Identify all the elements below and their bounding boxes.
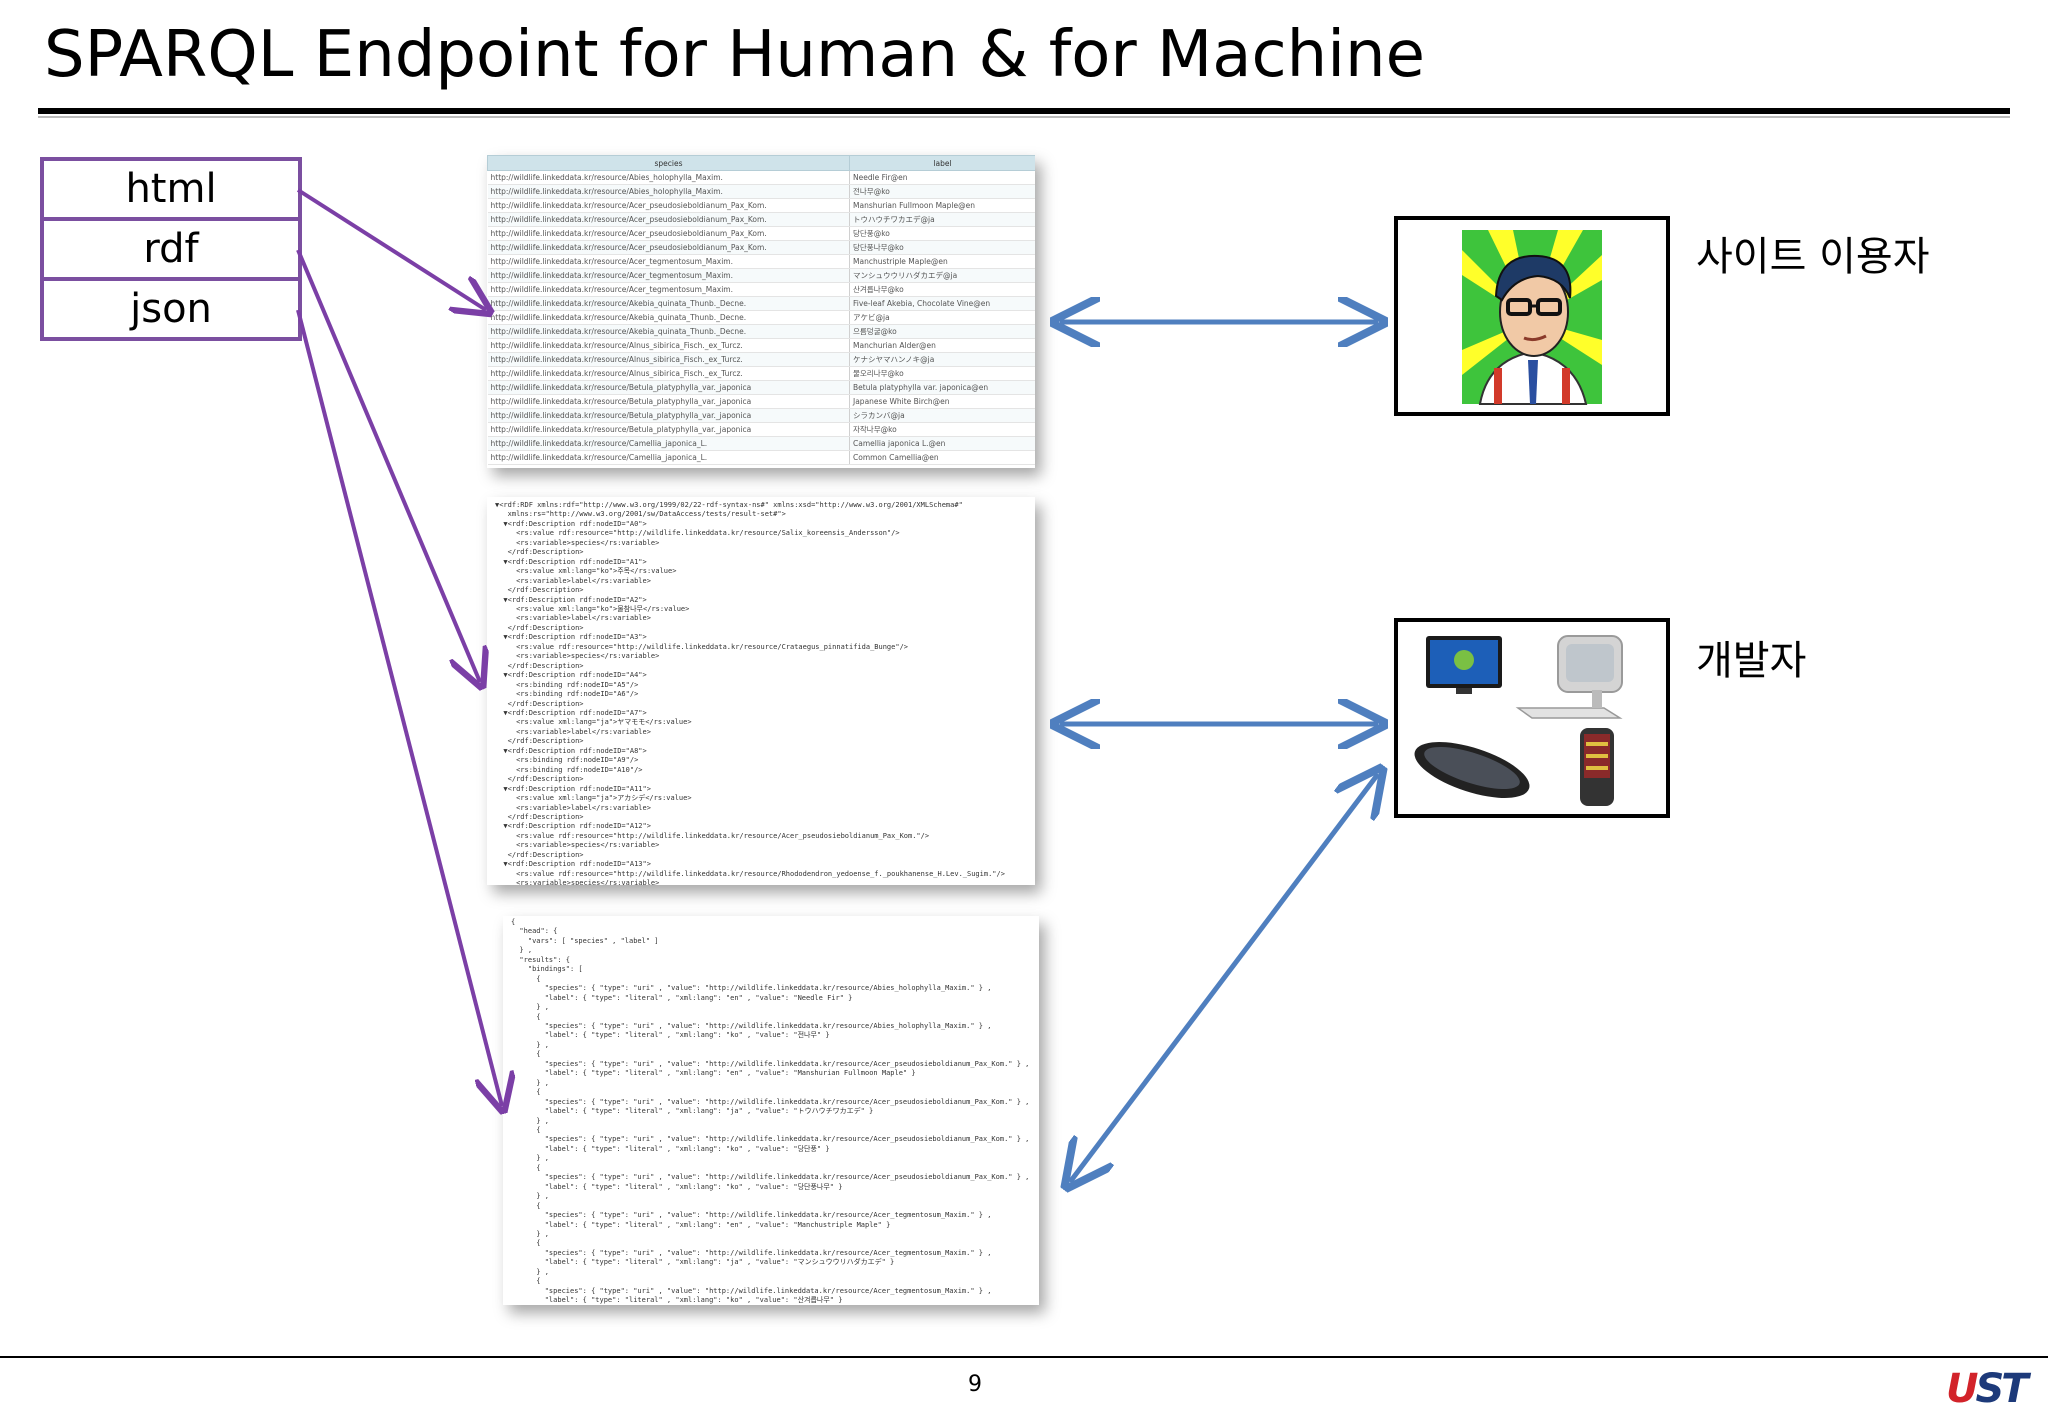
label-cell: 당단풍나무@ko <box>849 240 1035 255</box>
label-cell: 산겨릅나무@ko <box>849 282 1035 297</box>
label-cell: Manchustriple Maple@en <box>849 254 1035 269</box>
label-cell: マンシュウウリハダカエデ@ja <box>849 268 1035 283</box>
table-row: http://wildlife.linkeddata.kr/resource/A… <box>487 268 1035 283</box>
title-rule-shadow <box>38 116 2010 118</box>
species-cell: http://wildlife.linkeddata.kr/resource/A… <box>487 310 850 325</box>
human-user-box <box>1394 216 1670 416</box>
label-cell: Manchurian Alder@en <box>849 338 1035 353</box>
label-cell: 자작나무@ko <box>849 422 1035 437</box>
human-user-icon <box>1462 230 1602 405</box>
human-user-label: 사이트 이용자 <box>1696 234 1930 280</box>
label-cell: アケビ@ja <box>849 310 1035 325</box>
label-cell: 물오리나무@ko <box>849 366 1035 381</box>
table-row: http://wildlife.linkeddata.kr/resource/A… <box>487 226 1035 241</box>
species-cell: http://wildlife.linkeddata.kr/resource/A… <box>487 170 850 185</box>
page-number: 9 <box>968 1372 982 1397</box>
label-cell: Japanese White Birch@en <box>849 394 1035 409</box>
developer-box <box>1394 618 1670 818</box>
table-row: http://wildlife.linkeddata.kr/resource/A… <box>487 338 1035 353</box>
table-row: http://wildlife.linkeddata.kr/resource/A… <box>487 198 1035 213</box>
table-row: http://wildlife.linkeddata.kr/resource/A… <box>487 310 1035 325</box>
species-cell: http://wildlife.linkeddata.kr/resource/A… <box>487 198 850 213</box>
table-row: http://wildlife.linkeddata.kr/resource/A… <box>487 240 1035 255</box>
rdf-result-panel: ▼<rdf:RDF xmlns:rdf="http://www.w3.org/1… <box>487 497 1035 885</box>
species-cell: http://wildlife.linkeddata.kr/resource/A… <box>487 254 850 269</box>
arrow-json-to-code <box>296 309 502 1106</box>
species-cell: http://wildlife.linkeddata.kr/resource/A… <box>487 240 850 255</box>
label-cell: 당단풍@ko <box>849 226 1035 241</box>
label-cell: Camellia japonica L.@en <box>849 436 1035 451</box>
table-row: http://wildlife.linkeddata.kr/resource/B… <box>487 380 1035 395</box>
table-row: http://wildlife.linkeddata.kr/resource/A… <box>487 366 1035 381</box>
format-box-json: json <box>40 277 302 341</box>
table-row: http://wildlife.linkeddata.kr/resource/B… <box>487 394 1035 409</box>
species-cell: http://wildlife.linkeddata.kr/resource/C… <box>487 450 850 465</box>
label-cell: 전나무@ko <box>849 184 1035 199</box>
label-cell: ケナシヤマハンノキ@ja <box>849 352 1035 367</box>
species-cell: http://wildlife.linkeddata.kr/resource/A… <box>487 268 850 283</box>
table-header-label: label <box>849 155 1035 171</box>
footer-rule <box>0 1356 2048 1358</box>
species-cell: http://wildlife.linkeddata.kr/resource/A… <box>487 366 850 381</box>
table-row: http://wildlife.linkeddata.kr/resource/A… <box>487 212 1035 227</box>
label-cell: 으름덩굴@ko <box>849 324 1035 339</box>
species-cell: http://wildlife.linkeddata.kr/resource/A… <box>487 324 850 339</box>
table-row: http://wildlife.linkeddata.kr/resource/A… <box>487 170 1035 185</box>
label-cell: シラカンバ@ja <box>849 408 1035 423</box>
json-result-panel: { "head": { "vars": [ "species" , "label… <box>503 916 1039 1305</box>
species-cell: http://wildlife.linkeddata.kr/resource/A… <box>487 226 850 241</box>
table-row: http://wildlife.linkeddata.kr/resource/A… <box>487 324 1035 339</box>
smartphone-icon <box>1414 742 1530 798</box>
page-title: SPARQL Endpoint for Human & for Machine <box>44 18 1425 92</box>
label-cell: Common Camellia@en <box>849 450 1035 465</box>
species-cell: http://wildlife.linkeddata.kr/resource/A… <box>487 296 850 311</box>
species-cell: http://wildlife.linkeddata.kr/resource/B… <box>487 394 850 409</box>
developer-label: 개발자 <box>1696 638 1807 684</box>
arrow-rdf-to-xml <box>296 249 480 682</box>
label-cell: Five-leaf Akebia, Chocolate Vine@en <box>849 296 1035 311</box>
species-cell: http://wildlife.linkeddata.kr/resource/A… <box>487 352 850 367</box>
species-cell: http://wildlife.linkeddata.kr/resource/A… <box>487 338 850 353</box>
species-cell: http://wildlife.linkeddata.kr/resource/B… <box>487 380 850 395</box>
rdf-code: ▼<rdf:RDF xmlns:rdf="http://www.w3.org/1… <box>495 501 1005 885</box>
table-row: http://wildlife.linkeddata.kr/resource/B… <box>487 422 1035 437</box>
label-cell: Betula platyphylla var. japonica@en <box>849 380 1035 395</box>
label-cell: トウハウチワカエデ@ja <box>849 212 1035 227</box>
format-box-html: html <box>40 157 302 221</box>
table-header-species: species <box>487 155 850 171</box>
arrow-html-to-table <box>296 188 486 310</box>
arrow-json-to-developer <box>1070 774 1378 1182</box>
species-cell: http://wildlife.linkeddata.kr/resource/B… <box>487 422 850 437</box>
species-cell: http://wildlife.linkeddata.kr/resource/A… <box>487 282 850 297</box>
table-row: http://wildlife.linkeddata.kr/resource/A… <box>487 352 1035 367</box>
ust-logo: UST <box>1946 1366 2029 1412</box>
species-cell: http://wildlife.linkeddata.kr/resource/B… <box>487 408 850 423</box>
label-cell: Needle Fir@en <box>849 170 1035 185</box>
species-cell: http://wildlife.linkeddata.kr/resource/A… <box>487 212 850 227</box>
title-rule <box>38 108 2010 114</box>
table-row: http://wildlife.linkeddata.kr/resource/B… <box>487 408 1035 423</box>
table-row: http://wildlife.linkeddata.kr/resource/A… <box>487 184 1035 199</box>
desktop-computer-icon <box>1515 635 1623 719</box>
label-cell: Manshurian Fullmoon Maple@en <box>849 198 1035 213</box>
species-cell: http://wildlife.linkeddata.kr/resource/A… <box>487 184 850 199</box>
species-cell: http://wildlife.linkeddata.kr/resource/C… <box>487 436 850 451</box>
table-row: http://wildlife.linkeddata.kr/resource/C… <box>487 450 1035 465</box>
table-row: http://wildlife.linkeddata.kr/resource/A… <box>487 254 1035 269</box>
table-row: http://wildlife.linkeddata.kr/resource/A… <box>487 282 1035 297</box>
json-code: { "head": { "vars": [ "species" , "label… <box>511 918 1030 1305</box>
table-row: http://wildlife.linkeddata.kr/resource/C… <box>487 436 1035 451</box>
mobile-phone-icon <box>1580 728 1614 806</box>
table-row: http://wildlife.linkeddata.kr/resource/A… <box>487 296 1035 311</box>
tv-device-icon <box>1426 636 1502 694</box>
